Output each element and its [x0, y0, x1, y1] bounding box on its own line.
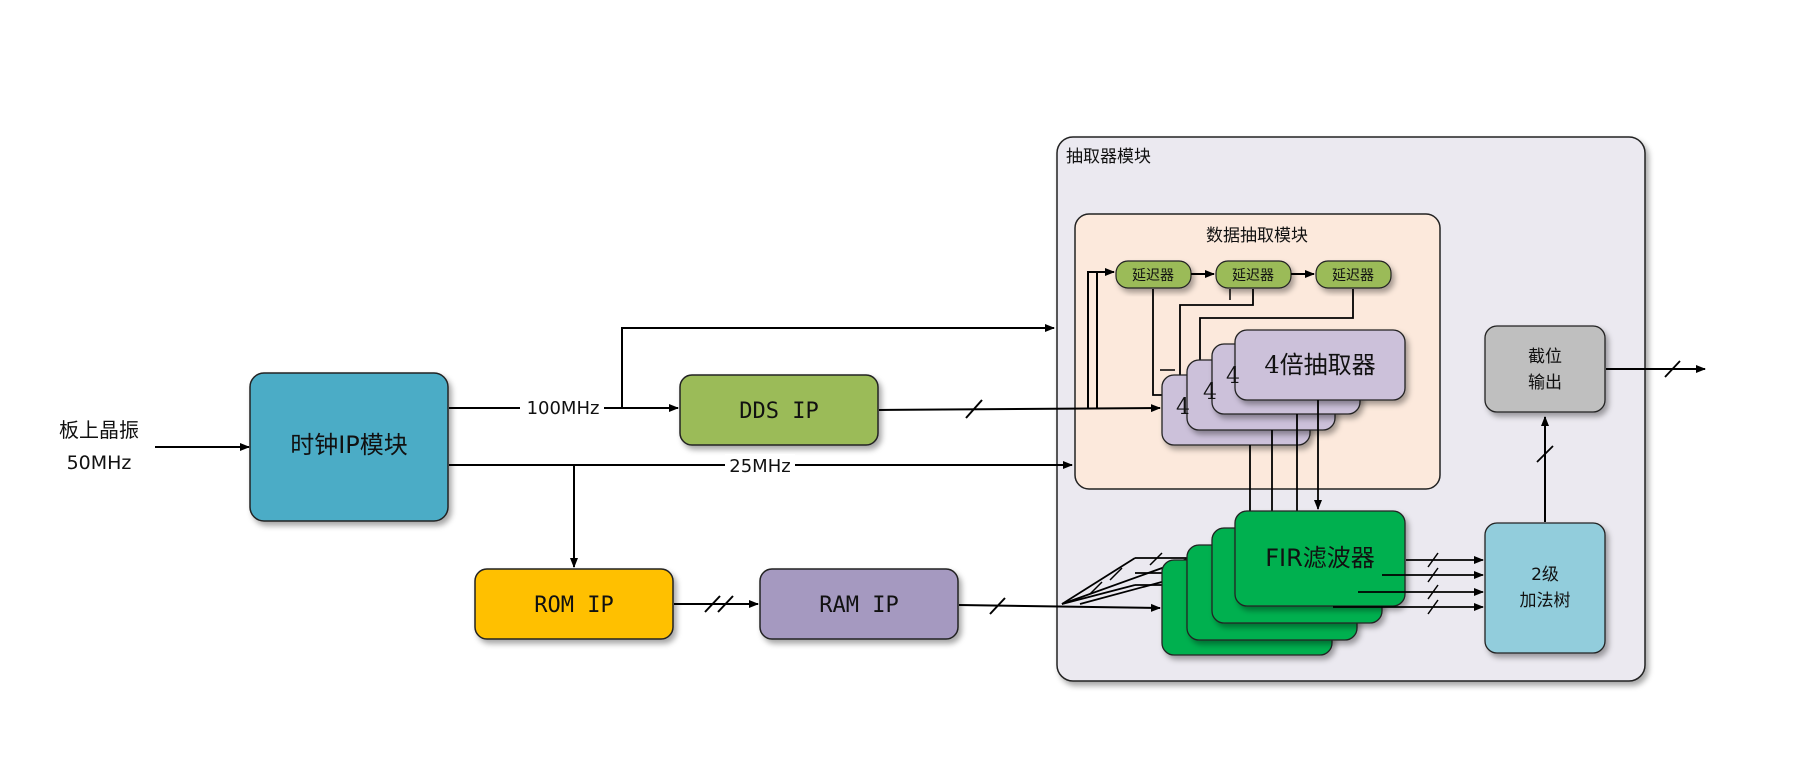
decimator-module-title: 抽取器模块	[1066, 147, 1151, 167]
dds-ip-label: DDS IP	[739, 399, 818, 424]
delay-label: 延迟器	[1232, 268, 1274, 284]
clock-ip-block[interactable]: 时钟IP模块	[249, 372, 449, 522]
ram-ip-block[interactable]: RAM IP	[759, 568, 959, 640]
rom-ip-label: ROM IP	[534, 593, 613, 618]
svg-text:4: 4	[1176, 395, 1190, 420]
svg-text:4: 4	[1203, 380, 1217, 405]
ram-to-fir-bus	[958, 552, 1213, 615]
svg-text:4: 4	[1226, 364, 1240, 389]
truncate-line1: 截位	[1528, 347, 1562, 367]
oscillator-freq: 50MHz	[67, 452, 132, 474]
adder-tree-block[interactable]: 2级 加法树	[1484, 522, 1606, 654]
fir-stack[interactable]: FIR滤波器	[1161, 510, 1406, 656]
delay-label: 延迟器	[1332, 268, 1374, 284]
decimator-to-fir-wires	[1249, 400, 1322, 520]
fir-to-adder-wires	[1333, 552, 1484, 615]
clock-25mhz-wire	[449, 461, 1073, 568]
delay-block	[1315, 260, 1392, 289]
clock-100mhz-wire	[449, 324, 1055, 412]
truncate-output-block[interactable]: 截位 输出	[1484, 325, 1606, 413]
clock-100mhz-label: 100MHz	[527, 398, 600, 419]
delay-label: 延迟器	[1132, 268, 1174, 284]
decimator-label: 4倍抽取器	[1264, 351, 1375, 379]
delay-chain: 延迟器 延迟器 延迟器	[1096, 260, 1392, 408]
rom-to-ram-wire	[674, 595, 759, 613]
decimator-stack[interactable]: 4 4 4 4倍抽取器	[1161, 329, 1406, 446]
clock-ip-label: 时钟IP模块	[290, 431, 408, 459]
rom-ip-block[interactable]: ROM IP	[474, 568, 674, 640]
ram-ip-label: RAM IP	[819, 593, 898, 618]
clock-25mhz-label: 25MHz	[729, 456, 790, 477]
data-extract-title: 数据抽取模块	[1206, 226, 1308, 246]
truncate-line2: 输出	[1528, 373, 1562, 393]
adder-tree-line2: 加法树	[1520, 591, 1571, 611]
oscillator-label: 板上晶振	[59, 418, 139, 442]
adder-tree-line1: 2级	[1531, 565, 1559, 585]
dds-ip-block[interactable]: DDS IP	[679, 374, 879, 446]
fir-label: FIR滤波器	[1265, 544, 1375, 572]
dds-data-wire	[878, 268, 1161, 419]
